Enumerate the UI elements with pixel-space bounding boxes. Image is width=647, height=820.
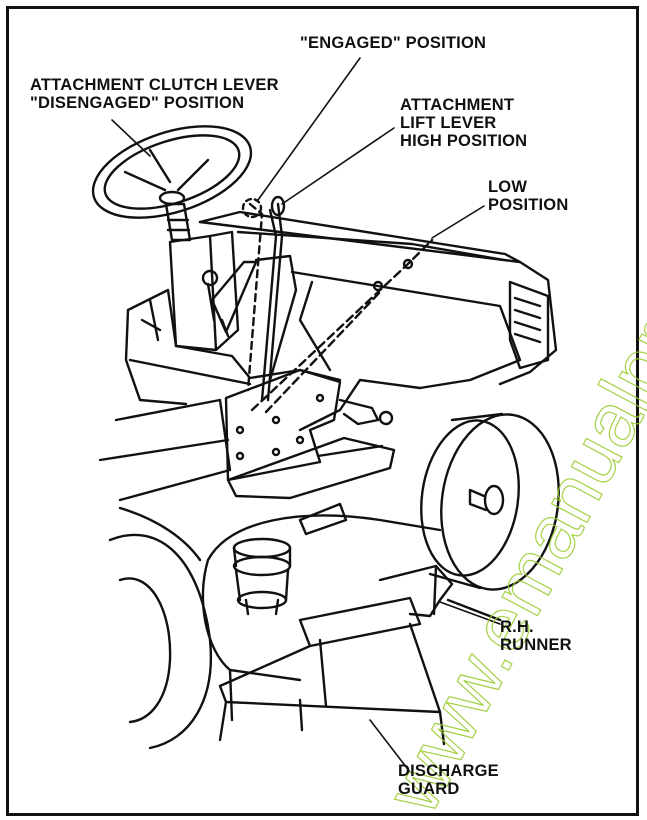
front-wheel bbox=[420, 412, 560, 591]
leader-engaged bbox=[257, 57, 361, 201]
discharge-guard-shape bbox=[218, 596, 446, 746]
label-discharge-guard: DISCHARGE GUARD bbox=[398, 762, 499, 798]
clutch-lever bbox=[210, 260, 258, 334]
label-rh-runner: R.H. RUNNER bbox=[500, 618, 572, 654]
fender-plate bbox=[224, 368, 342, 482]
rear-wheel bbox=[108, 506, 213, 750]
label-low-position: LOW POSITION bbox=[488, 178, 569, 214]
dash-panel bbox=[168, 230, 240, 352]
diagram-frame bbox=[6, 6, 639, 816]
footrest bbox=[226, 436, 396, 500]
leader-clutch bbox=[111, 119, 151, 157]
leader-low bbox=[431, 205, 485, 239]
leader-lift bbox=[281, 127, 395, 205]
label-attachment-clutch-lever: ATTACHMENT CLUTCH LEVER "DISENGAGED" POS… bbox=[30, 76, 279, 112]
hood bbox=[198, 210, 558, 432]
leader-runner bbox=[439, 601, 501, 625]
tractor-body bbox=[124, 288, 342, 406]
steering-wheel bbox=[91, 125, 253, 219]
rh-runner bbox=[378, 564, 502, 622]
mower-deck bbox=[201, 514, 442, 722]
low-position-lever bbox=[250, 238, 434, 414]
label-engaged-position: "ENGAGED" POSITION bbox=[300, 34, 487, 52]
label-attachment-lift-lever: ATTACHMENT LIFT LEVER HIGH POSITION bbox=[400, 96, 528, 150]
mower-spindle bbox=[232, 502, 348, 616]
watermark: www.emanualpro.com bbox=[369, 126, 647, 820]
leader-guard bbox=[369, 719, 411, 773]
